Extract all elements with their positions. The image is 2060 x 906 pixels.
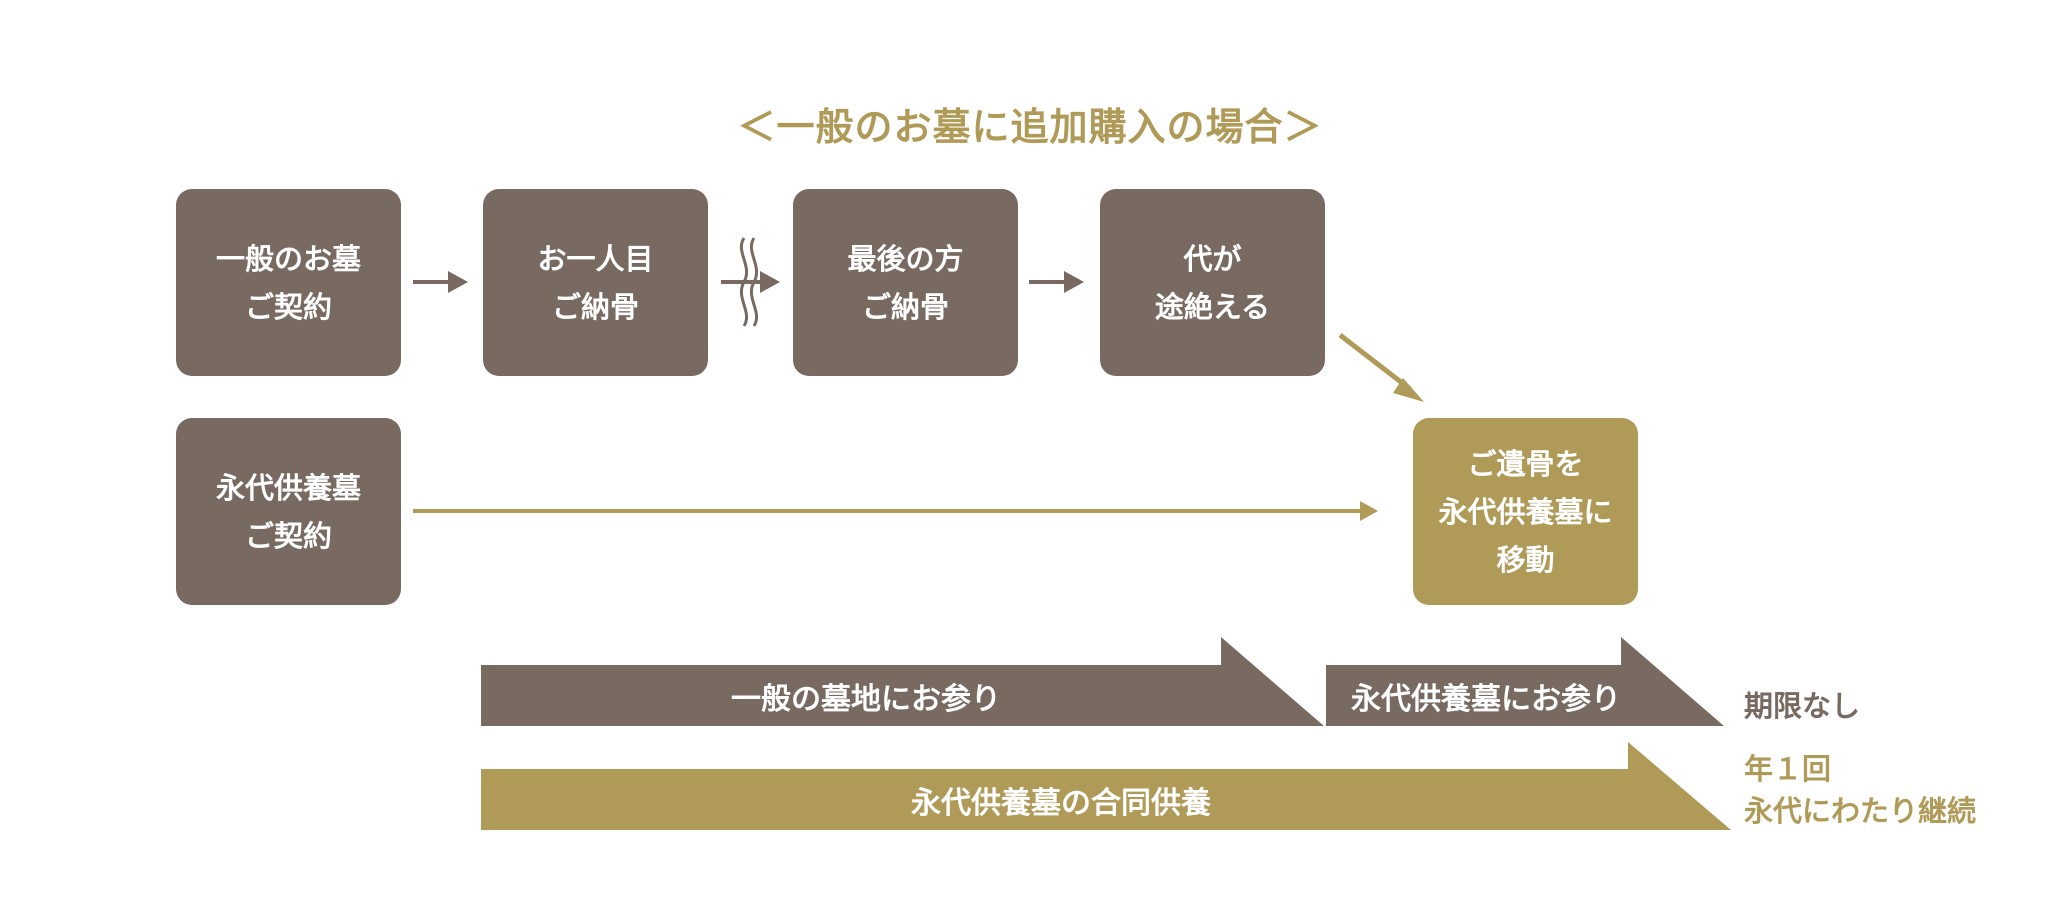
arrow-contract-to-first xyxy=(413,271,468,293)
box-last-interment: 最後の方 ご納骨 xyxy=(793,189,1018,376)
box-line: 途絶える xyxy=(1154,289,1271,324)
box-line: ご納骨 xyxy=(861,289,949,324)
box-line: 一般のお墓 xyxy=(215,241,361,276)
box-first-interment: お一人目 ご納骨 xyxy=(483,189,708,376)
box-general-contract: 一般のお墓 ご契約 xyxy=(176,189,401,376)
arrow-first-to-last-wavy xyxy=(721,237,780,327)
box-line: 代が xyxy=(1183,241,1242,276)
box-line: 永代供養墓 xyxy=(215,470,361,505)
box-line: ご納骨 xyxy=(551,289,639,324)
box-line: ご契約 xyxy=(244,289,332,324)
note-no-limit: 期限なし xyxy=(1744,689,1861,723)
band-joint-memorial-label: 永代供養墓の合同供養 xyxy=(911,785,1211,821)
note-yearly-line1: 年１回 xyxy=(1744,752,1832,786)
arrow-last-to-end xyxy=(1029,271,1084,293)
band-visit-eternal-label: 永代供養墓にお参り xyxy=(1351,681,1621,717)
box-line: お一人目 xyxy=(537,241,654,276)
band-joint-memorial-shape xyxy=(481,742,1731,830)
band-visit-general-label: 一般の墓地にお参り xyxy=(731,681,1001,717)
box-line-ends: 代が 途絶える xyxy=(1100,189,1325,376)
diagram-title: ＜一般のお墓に追加購入の場合＞ xyxy=(737,105,1323,149)
box-line: 移動 xyxy=(1496,542,1555,577)
band-visit-general-shape xyxy=(481,637,1324,726)
box-eternal-contract: 永代供養墓 ご契約 xyxy=(176,418,401,605)
box-line: 最後の方 xyxy=(847,241,964,276)
box-line: 永代供養墓に xyxy=(1438,494,1613,529)
box-line: ご契約 xyxy=(244,518,332,553)
note-yearly-line2: 永代にわたり継続 xyxy=(1744,794,1977,828)
arrow-end-to-move xyxy=(1338,333,1424,402)
box-line: ご遺骨を xyxy=(1467,446,1584,481)
band-visit-eternal-shape xyxy=(1326,637,1724,726)
arrow-eternal-to-move xyxy=(413,501,1378,521)
box-move-remains: ご遺骨を 永代供養墓に 移動 xyxy=(1413,418,1638,605)
